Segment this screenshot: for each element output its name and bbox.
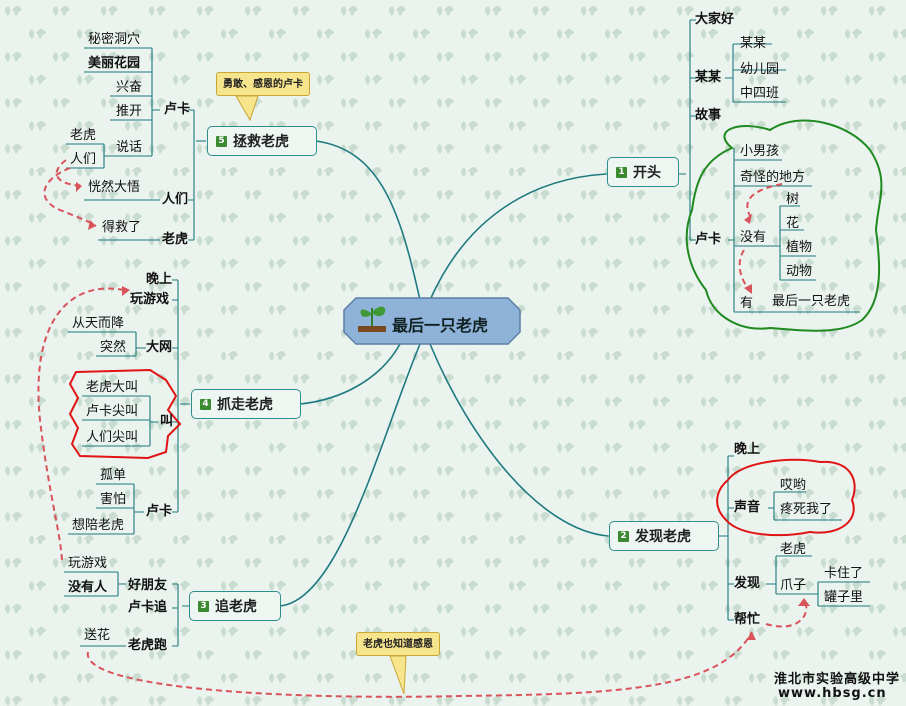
b4-topic-shout[interactable]: 叫 bbox=[160, 414, 174, 429]
branch-4-label: 抓走老虎 bbox=[217, 397, 273, 413]
branch-1-number: 1 bbox=[616, 166, 627, 178]
green-cloud-outline bbox=[685, 119, 883, 332]
b5-sub-tiger[interactable]: 老虎 bbox=[70, 128, 97, 143]
center-topic[interactable]: 最后一只老虎 bbox=[392, 316, 489, 335]
b3-play-games[interactable]: 玩游戏 bbox=[68, 556, 108, 571]
b3-nobody[interactable]: 没有人 bbox=[68, 580, 108, 595]
b2-topic-night[interactable]: 晚上 bbox=[734, 442, 761, 457]
b1-topic-dajiahao[interactable]: 大家好 bbox=[695, 12, 735, 27]
branch-3-node[interactable]: 3 追老虎 bbox=[189, 591, 281, 621]
b5-secret-cave[interactable]: 秘密洞穴 bbox=[88, 32, 141, 47]
b5-topic-luka[interactable]: 卢卡 bbox=[164, 102, 191, 117]
b5-beautiful-garden[interactable]: 美丽花园 bbox=[88, 56, 141, 71]
branch-5-number: 5 bbox=[216, 135, 227, 147]
b1-tree[interactable]: 树 bbox=[786, 192, 800, 207]
b1-moumou-name[interactable]: 某某 bbox=[740, 36, 767, 51]
b4-stay-with-tiger[interactable]: 想陪老虎 bbox=[72, 518, 125, 533]
b4-people-scream[interactable]: 人们尖叫 bbox=[86, 430, 139, 445]
b2-stuck[interactable]: 卡住了 bbox=[824, 566, 864, 581]
b3-send-flowers[interactable]: 送花 bbox=[84, 628, 111, 643]
center-node-shape bbox=[343, 297, 521, 345]
b2-sound-ouch[interactable]: 哎哟 bbox=[780, 478, 807, 493]
b4-lonely[interactable]: 孤单 bbox=[100, 468, 127, 483]
b4-afraid[interactable]: 害怕 bbox=[100, 492, 127, 507]
branch-1-label: 开头 bbox=[633, 165, 661, 181]
b1-animal[interactable]: 动物 bbox=[786, 264, 813, 279]
watermark-url: www.hbsg.cn bbox=[778, 686, 887, 701]
b4-topic-net[interactable]: 大网 bbox=[146, 340, 173, 355]
b1-topic-moumou[interactable]: 某某 bbox=[695, 70, 722, 85]
b4-topic-luka[interactable]: 卢卡 bbox=[146, 504, 173, 519]
callout-brave-luka[interactable]: 勇敢、感恩的卢卡 bbox=[216, 72, 310, 96]
b1-plant[interactable]: 植物 bbox=[786, 240, 813, 255]
branch-4-node[interactable]: 4 抓走老虎 bbox=[191, 389, 301, 419]
b1-kindergarten[interactable]: 幼儿园 bbox=[740, 62, 780, 77]
b2-tiger[interactable]: 老虎 bbox=[780, 542, 807, 557]
branch-5-label: 拯救老虎 bbox=[233, 134, 289, 150]
callout-tiger-grateful[interactable]: 老虎也知道感恩 bbox=[356, 632, 440, 656]
b1-topic-luka[interactable]: 卢卡 bbox=[695, 232, 722, 247]
b1-topic-gushi[interactable]: 故事 bbox=[695, 108, 722, 123]
branch-1-node[interactable]: 1 开头 bbox=[607, 157, 679, 187]
b5-topic-tiger[interactable]: 老虎 bbox=[162, 232, 189, 247]
branch-4-number: 4 bbox=[200, 398, 211, 410]
b2-in-jar[interactable]: 罐子里 bbox=[824, 590, 864, 605]
b5-realize[interactable]: 恍然大悟 bbox=[88, 180, 141, 195]
b5-excited[interactable]: 兴奋 bbox=[116, 80, 143, 95]
branch-3-number: 3 bbox=[198, 600, 209, 612]
branch-2-node[interactable]: 2 发现老虎 bbox=[609, 521, 719, 551]
b3-topic-tiger-run[interactable]: 老虎跑 bbox=[128, 638, 168, 653]
b1-strange-place[interactable]: 奇怪的地方 bbox=[740, 170, 806, 185]
b2-topic-help[interactable]: 帮忙 bbox=[734, 612, 761, 627]
b4-luka-scream[interactable]: 卢卡尖叫 bbox=[86, 404, 139, 419]
branch-5-node[interactable]: 5 拯救老虎 bbox=[207, 126, 317, 156]
b4-from-sky[interactable]: 从天而降 bbox=[72, 316, 125, 331]
b1-last-tiger[interactable]: 最后一只老虎 bbox=[772, 294, 851, 309]
b2-topic-discover[interactable]: 发现 bbox=[734, 576, 761, 591]
b4-suddenly[interactable]: 突然 bbox=[100, 340, 127, 355]
branch-2-number: 2 bbox=[618, 530, 629, 542]
b2-sound-pain[interactable]: 疼死我了 bbox=[780, 502, 833, 517]
red-jagged-outline bbox=[68, 368, 182, 460]
b5-topic-people[interactable]: 人们 bbox=[162, 192, 189, 207]
branch-3-label: 追老虎 bbox=[215, 599, 257, 615]
b5-sub-people[interactable]: 人们 bbox=[70, 152, 97, 167]
seedling-icon bbox=[358, 306, 386, 332]
b4-topic-night[interactable]: 晚上 bbox=[146, 272, 173, 287]
b1-class[interactable]: 中四班 bbox=[740, 86, 780, 101]
branch-2-label: 发现老虎 bbox=[635, 529, 691, 545]
watermark-school: 淮北市实验高级中学 bbox=[774, 672, 901, 687]
b1-flower[interactable]: 花 bbox=[786, 216, 800, 231]
b3-topic-luka-chase[interactable]: 卢卡追 bbox=[128, 600, 168, 615]
b5-talk[interactable]: 说话 bbox=[116, 140, 143, 155]
b1-little-boy[interactable]: 小男孩 bbox=[740, 144, 780, 159]
b4-tiger-roar[interactable]: 老虎大叫 bbox=[86, 380, 139, 395]
b5-rescued[interactable]: 得救了 bbox=[102, 220, 142, 235]
b1-have[interactable]: 有 bbox=[740, 296, 754, 311]
b3-topic-friend[interactable]: 好朋友 bbox=[128, 578, 168, 593]
b2-topic-sound[interactable]: 声音 bbox=[734, 500, 761, 515]
red-cloud-sound bbox=[716, 458, 856, 537]
b1-none[interactable]: 没有 bbox=[740, 230, 767, 245]
b5-push-open[interactable]: 推开 bbox=[116, 104, 143, 119]
b4-topic-play[interactable]: 玩游戏 bbox=[130, 292, 170, 307]
b2-paw[interactable]: 爪子 bbox=[780, 578, 807, 593]
